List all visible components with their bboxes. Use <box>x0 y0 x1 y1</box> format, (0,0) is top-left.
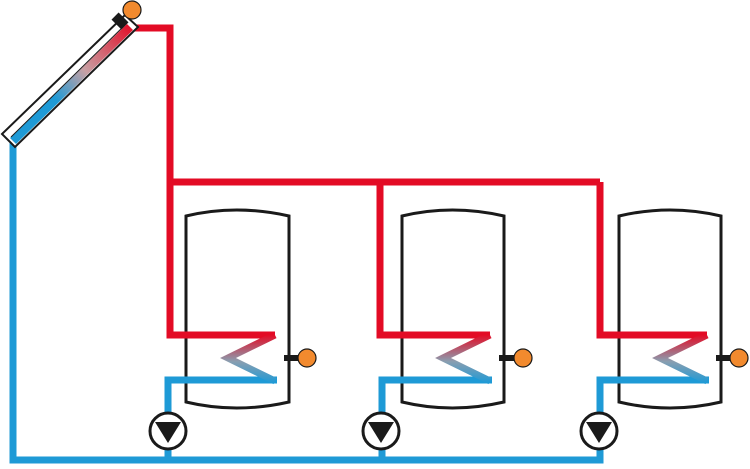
heat-exchanger-coil-3 <box>652 331 709 385</box>
collector-temperature-sensor-icon <box>111 0 142 30</box>
storage-tank-1 <box>184 208 291 410</box>
storage-tank-3 <box>617 208 723 410</box>
circulation-pump-2-icon <box>361 411 401 451</box>
tank-3-temperature-sensor-icon <box>716 348 749 368</box>
tank-1-temperature-sensor-icon <box>284 348 317 368</box>
tank-2-temperature-sensor-icon <box>499 348 533 368</box>
circulation-pump-3-icon <box>579 411 619 451</box>
storage-tank-2 <box>400 208 506 410</box>
solar-collector-icon <box>0 13 140 149</box>
heat-exchanger-coil-2 <box>435 331 492 385</box>
circulation-pump-1-icon <box>148 411 188 451</box>
heat-exchanger-coil-1 <box>220 331 277 385</box>
hot-flow-pipes <box>128 24 707 339</box>
